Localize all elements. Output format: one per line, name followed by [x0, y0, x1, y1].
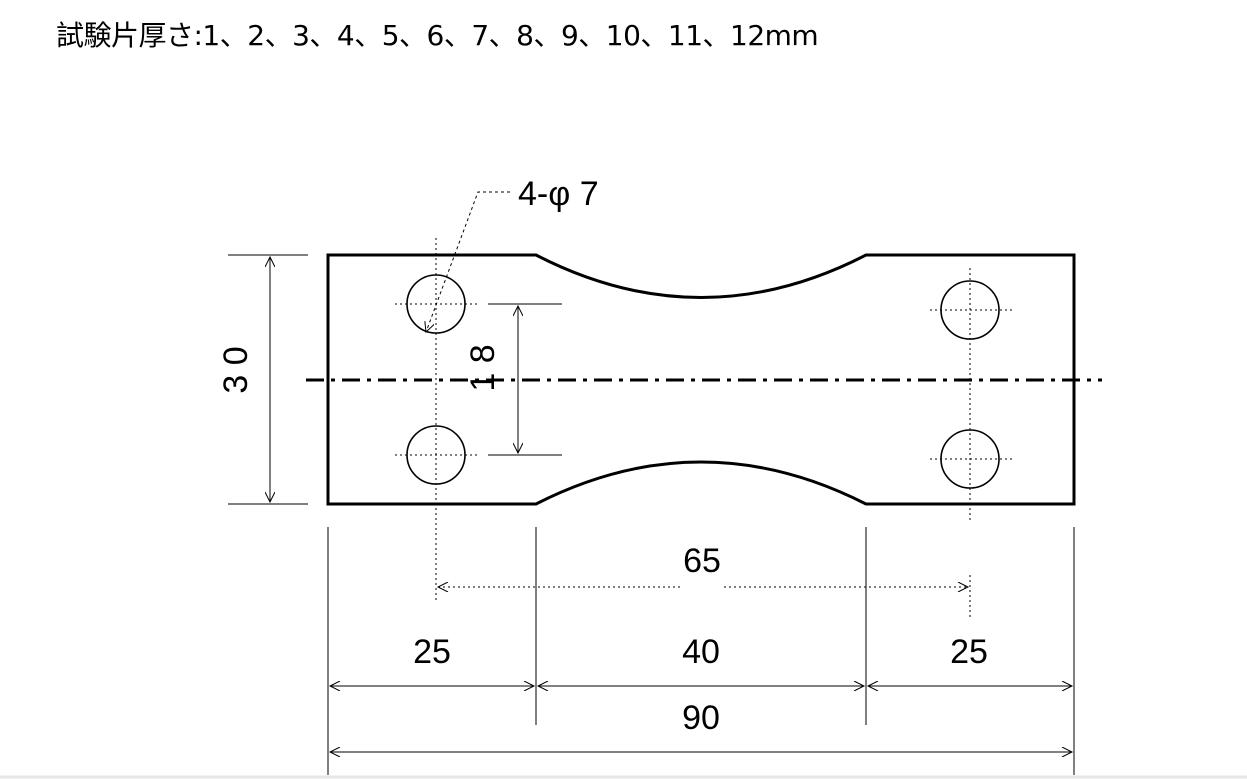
specimen-thickness-caption: 試験片厚さ:1、2、3、4、5、6、7、8、9、10、11、12mm [56, 19, 819, 52]
neck-width-label: 1 8 [464, 344, 502, 391]
hole-callout-label: 4-φ 7 [518, 175, 599, 213]
hole-pitch-label: 65 [683, 542, 721, 580]
overall-length-label: 90 [682, 699, 720, 737]
hole-callout-leader [426, 191, 510, 332]
overall-height-label: 3 0 [217, 346, 255, 393]
middle-label: 40 [682, 633, 720, 671]
right-grip-label: 25 [950, 633, 988, 671]
specimen-outline [326, 253, 1076, 506]
left-grip-label: 25 [413, 633, 451, 671]
